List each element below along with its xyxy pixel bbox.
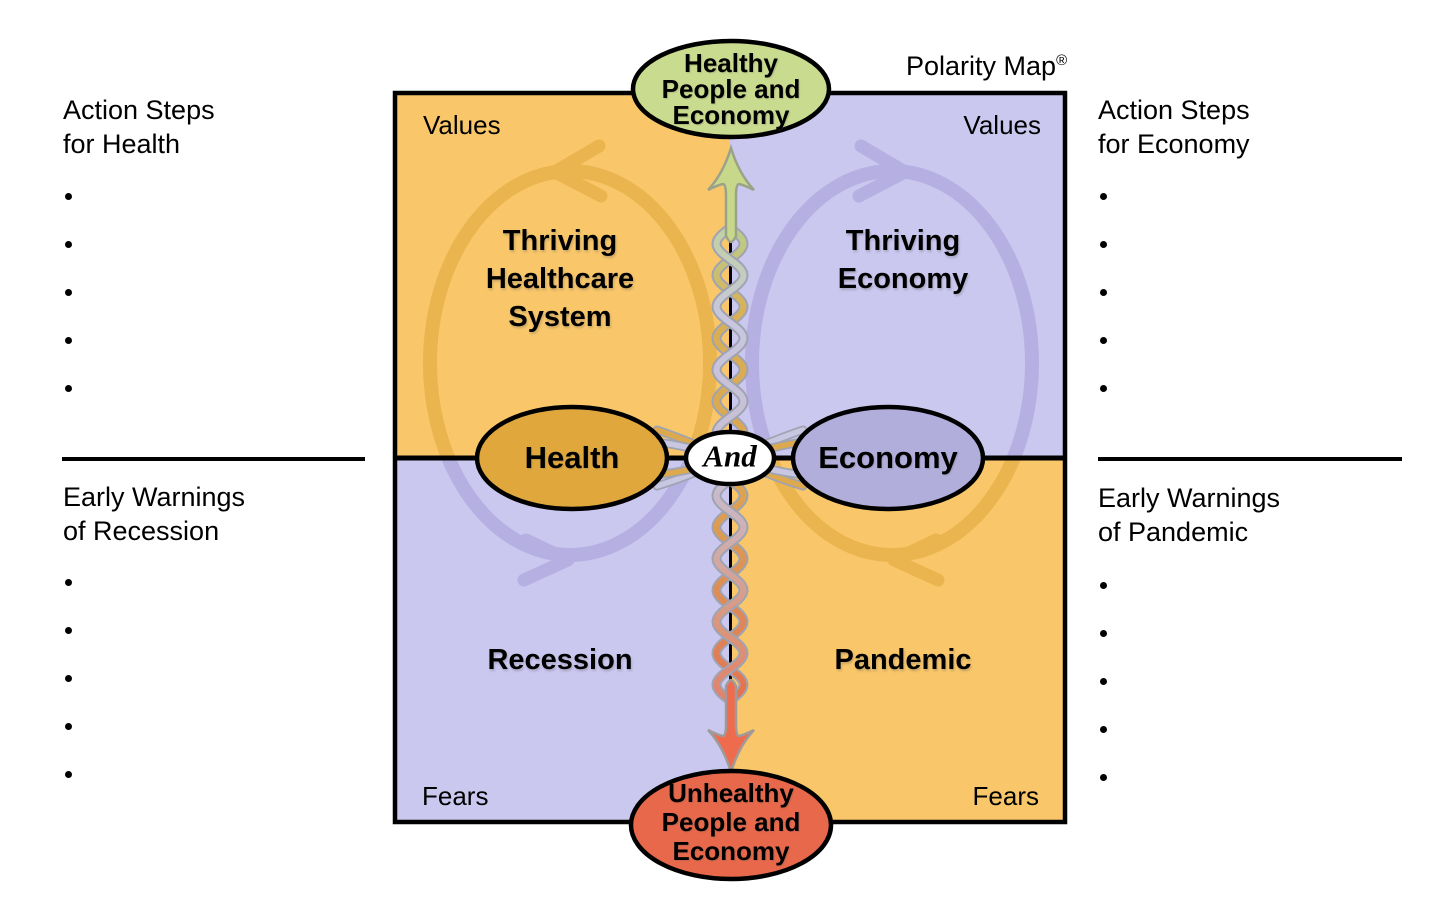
quadrant-bottom-right-fill <box>730 458 1065 822</box>
early-warnings-recession-heading: Early Warnings of Recession <box>63 480 245 548</box>
early-warnings-pandemic-heading: Early Warnings of Pandemic <box>1098 481 1280 549</box>
early-warnings-pandemic-bullets <box>1100 582 1107 781</box>
bullet-point <box>1100 630 1107 637</box>
fears-label-bottom-right: Fears <box>972 781 1039 811</box>
left-lobe-top-arc <box>423 164 717 458</box>
upper-pole-ellipse <box>630 38 832 140</box>
quadrant-label-pandemic: Pandemic <box>835 641 972 679</box>
loop-arrowhead-bottom-right <box>887 533 945 587</box>
health-pole-ellipse <box>474 404 670 512</box>
bullet-point <box>65 337 72 344</box>
bullet-point <box>65 579 72 586</box>
bullet-point <box>65 723 72 730</box>
bullet-point <box>1100 337 1107 344</box>
label-line: System <box>508 301 612 333</box>
bullet-point <box>65 675 72 682</box>
bullet-point <box>1100 385 1107 392</box>
downward-spiral-arrow <box>707 678 755 777</box>
bullet-point <box>1100 193 1107 200</box>
label-line: Healthcare <box>485 263 635 295</box>
bullet-point <box>65 193 72 200</box>
values-label-top-left: Values <box>423 110 501 140</box>
lower-pole-label: Unhealthy People and Economy <box>662 779 801 866</box>
registered-mark: ® <box>1056 52 1068 69</box>
loop-arrowhead-bottom-left <box>517 533 575 587</box>
action-steps-health-bullets <box>65 193 72 392</box>
label-line: Economy <box>672 836 790 866</box>
heading-line: Early Warnings <box>1098 483 1281 513</box>
loop-arrowhead-top-right <box>852 139 912 203</box>
quadrant-label-thriving-healthcare: Thriving Healthcare System <box>486 222 634 336</box>
label-line: Pandemic <box>834 644 972 676</box>
label-line: Recession <box>487 644 633 676</box>
heading-line: for Health <box>63 129 181 159</box>
polarity-map-title: Polarity Map® <box>906 51 1067 82</box>
and-ellipse <box>683 429 777 487</box>
title-text: Polarity Map <box>906 51 1057 81</box>
heading-line: of Pandemic <box>1098 517 1249 547</box>
and-label: And <box>703 438 757 474</box>
bullet-point <box>65 385 72 392</box>
loop-arrowhead-top-left <box>548 139 608 203</box>
label-line: Thriving <box>502 225 618 257</box>
early-warnings-recession-bullets <box>65 579 72 778</box>
label-line: Healthy <box>684 48 778 78</box>
bullet-point <box>65 289 72 296</box>
quadrant-label-recession: Recession <box>487 641 632 679</box>
label-line: Economy <box>672 100 790 130</box>
bullet-point <box>1100 774 1107 781</box>
action-steps-economy-heading: Action Steps for Economy <box>1098 93 1250 161</box>
action-steps-economy-bullets <box>1100 193 1107 392</box>
quadrant-bottom-left-fill <box>395 458 730 822</box>
fears-label-bottom-left: Fears <box>422 781 489 811</box>
label-line: Unhealthy <box>668 778 794 808</box>
lower-pole-ellipse <box>628 768 834 882</box>
bullet-point <box>65 627 72 634</box>
heading-line: Action Steps <box>63 95 215 125</box>
heading-line: of Recession <box>63 516 220 546</box>
bullet-point <box>65 771 72 778</box>
upper-pole-label: Healthy People and Economy <box>662 50 801 128</box>
economy-pole-label: Economy <box>818 440 958 475</box>
upward-synergy-arrow <box>707 143 755 244</box>
quadrant-label-thriving-economy: Thriving Economy <box>838 222 969 298</box>
infinity-loop <box>423 139 1039 587</box>
label-line: Thriving <box>845 225 961 257</box>
bullet-point <box>1100 241 1107 248</box>
action-steps-health-heading: Action Steps for Health <box>63 93 215 161</box>
bullet-point <box>1100 678 1107 685</box>
values-label-top-right: Values <box>963 110 1041 140</box>
bullet-point <box>1100 582 1107 589</box>
heading-line: Action Steps <box>1098 95 1250 125</box>
bullet-point <box>1100 289 1107 296</box>
label-line: Economy <box>837 263 969 295</box>
bullet-point <box>65 241 72 248</box>
heading-line: for Economy <box>1098 129 1250 159</box>
heading-line: Early Warnings <box>63 482 246 512</box>
label-line: People and <box>661 74 801 104</box>
economy-pole-ellipse <box>790 404 986 512</box>
bullet-point <box>1100 726 1107 733</box>
label-line: People and <box>661 807 801 837</box>
health-pole-label: Health <box>524 440 620 475</box>
